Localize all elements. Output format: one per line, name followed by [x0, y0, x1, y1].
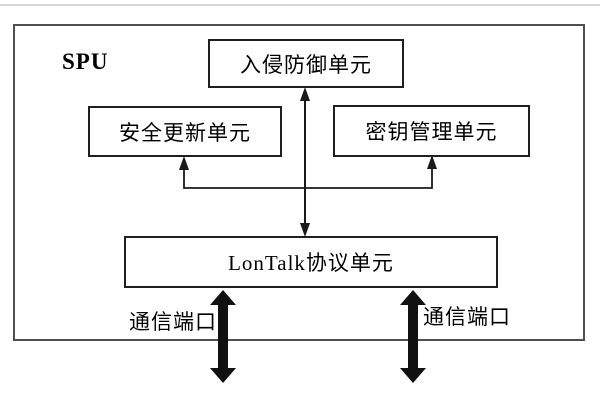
lontalk-protocol-unit-label: LonTalk协议单元	[228, 251, 394, 275]
right-comm-port-label: 通信端口	[423, 305, 511, 329]
key-management-unit-label: 密钥管理单元	[365, 120, 498, 144]
scan-artifact-line	[0, 4, 600, 6]
spu-title: SPU	[62, 49, 109, 74]
key-management-unit-box: 密钥管理单元	[333, 105, 530, 157]
left-comm-port-label: 通信端口	[129, 310, 217, 334]
lontalk-protocol-unit-box: LonTalk协议单元	[124, 236, 498, 288]
security-update-unit-label: 安全更新单元	[119, 120, 251, 145]
intrusion-prevention-unit-box: 入侵防御单元	[208, 39, 404, 88]
security-update-unit-box: 安全更新单元	[88, 106, 282, 157]
intrusion-prevention-unit-label: 入侵防御单元	[240, 52, 372, 77]
